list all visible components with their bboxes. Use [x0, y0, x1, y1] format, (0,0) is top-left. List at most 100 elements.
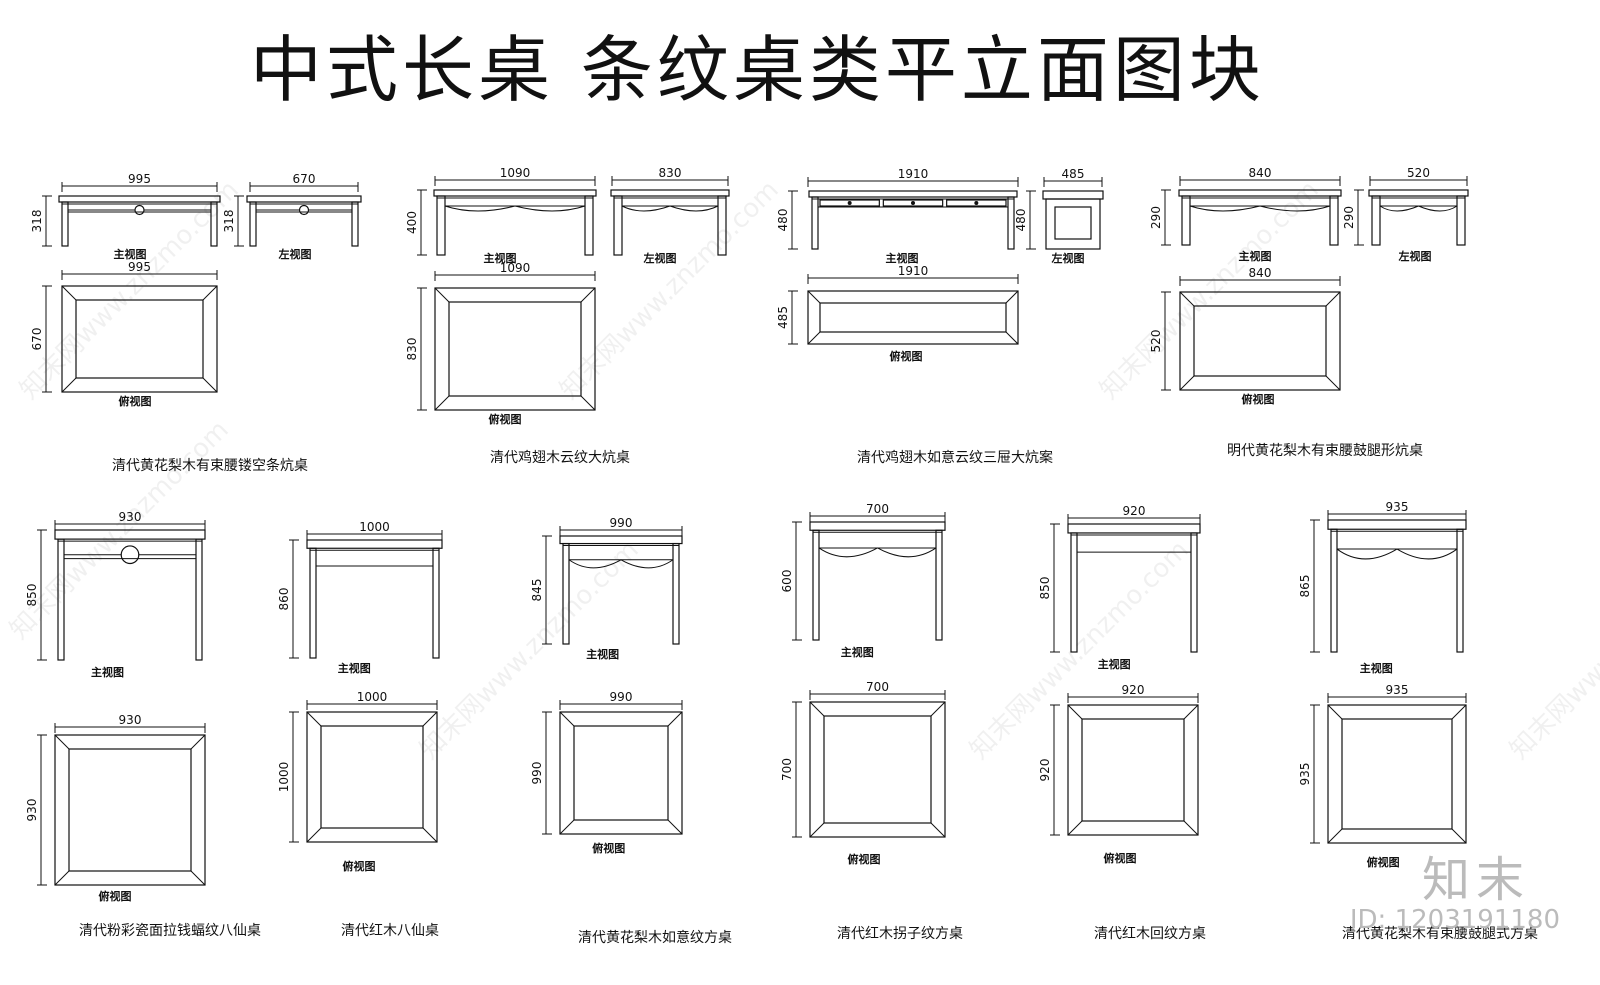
top-view-outer: [1179, 291, 1341, 391]
top-view-outer: [559, 711, 683, 835]
table-leg: [1456, 528, 1464, 653]
table-leg: [935, 529, 943, 641]
table-name: 清代红木回纹方桌: [1094, 926, 1206, 942]
dimension-label: 935: [1298, 763, 1312, 786]
dimension-label: 930: [25, 799, 39, 822]
top-view-outer: [1327, 704, 1467, 844]
top-view-inner: [448, 301, 582, 397]
table-top: [54, 529, 206, 540]
bevel-line: [1005, 290, 1019, 304]
dimension-label: 830: [659, 166, 682, 180]
table-leg: [1007, 196, 1015, 250]
table-leg: [613, 195, 623, 256]
table-leg: [436, 195, 446, 256]
dimension-label: 935: [1386, 500, 1409, 514]
table-leg: [432, 547, 440, 659]
dimension-label: 520: [1407, 166, 1430, 180]
bevel-line: [422, 827, 438, 843]
top-view-outer: [54, 734, 206, 886]
top-view-label: 俯视图: [99, 889, 132, 903]
table-name: 明代黄花梨木有束腰鼓腿形炕桌: [1227, 442, 1423, 459]
table-leg: [61, 201, 69, 247]
bevel-line: [807, 290, 821, 304]
apron-carving: [1336, 548, 1458, 560]
table-leg: [717, 195, 727, 256]
dimension-label: 1000: [357, 690, 388, 704]
dimension-label: 865: [1298, 575, 1312, 598]
bevel-line: [306, 711, 322, 727]
dimension-label: 860: [277, 588, 291, 611]
bevel-line: [807, 331, 821, 345]
id-text: ID: 1203191180: [1349, 905, 1560, 935]
drawer: [882, 199, 944, 207]
bevel-line: [809, 822, 825, 838]
bevel-line: [930, 701, 946, 717]
table-name: 清代红木八仙桌: [341, 923, 439, 939]
dimension-label: 830: [405, 338, 419, 361]
dimension-label: 485: [1062, 167, 1085, 181]
top-view-inner: [75, 299, 204, 379]
table-top: [1067, 523, 1201, 534]
apron-carving: [621, 205, 719, 212]
bevel-line: [667, 819, 683, 835]
top-view-label: 俯视图: [1367, 855, 1400, 869]
dimension-label: 1910: [898, 167, 929, 181]
bevel-line: [54, 734, 70, 750]
bevel-line: [1327, 704, 1343, 720]
table-top: [306, 539, 443, 549]
brand-logo: 知末: [1421, 852, 1530, 908]
table-top: [58, 195, 221, 203]
top-view-label: 俯视图: [848, 852, 881, 866]
dimension-label: 1910: [898, 264, 929, 278]
top-view-inner: [1341, 718, 1453, 830]
dimension-label: 840: [1249, 166, 1272, 180]
table-leg: [351, 201, 359, 247]
top-view-inner: [573, 725, 669, 821]
table-leg: [672, 542, 680, 645]
top-view-label: 俯视图: [119, 394, 152, 408]
top-view-inner: [320, 725, 424, 829]
dimension-label: 1000: [277, 762, 291, 793]
table-top: [433, 189, 597, 197]
table-leg: [1330, 528, 1338, 653]
top-view-outer: [809, 701, 946, 838]
bevel-line: [306, 827, 322, 843]
dimension-label: 480: [1014, 209, 1028, 232]
table-top: [1178, 189, 1342, 197]
apron-carving: [818, 547, 937, 558]
bevel-line: [1325, 291, 1341, 307]
dimension-label: 995: [128, 260, 151, 274]
top-view-label: 俯视图: [343, 859, 376, 873]
table-leg: [1371, 195, 1381, 246]
side-view-label: 左视图: [1398, 249, 1432, 263]
table-leg: [195, 538, 203, 661]
front-view-label: 主视图: [1098, 657, 1131, 671]
table-top: [1327, 519, 1467, 530]
top-view-outer: [434, 287, 596, 411]
bevel-line: [930, 822, 946, 838]
table-top: [809, 521, 946, 531]
dimension-label: 990: [610, 516, 633, 530]
dimension-label: 1090: [500, 166, 531, 180]
dimension-label: 485: [776, 306, 790, 329]
top-view-outer: [1067, 704, 1199, 836]
table-leg: [1070, 532, 1078, 653]
drawer-knob: [974, 201, 979, 205]
bevel-line: [434, 287, 450, 303]
center-medallion: [298, 204, 310, 216]
dimension-label: 990: [530, 762, 544, 785]
top-view-label: 俯视图: [489, 412, 522, 426]
table-top: [1368, 189, 1469, 197]
bevel-line: [559, 819, 575, 835]
dimension-label: 600: [780, 570, 794, 593]
table-leg: [1456, 195, 1466, 246]
top-view-outer: [306, 711, 438, 843]
side-view-label: 左视图: [1051, 251, 1085, 265]
table-top: [1042, 190, 1104, 200]
dimension-label: 400: [405, 211, 419, 234]
top-view-inner: [1193, 305, 1327, 377]
top-view-label: 俯视图: [890, 349, 923, 363]
dimension-label: 1090: [500, 261, 531, 275]
dimension-label: 920: [1122, 683, 1145, 697]
bevel-line: [1005, 331, 1019, 345]
